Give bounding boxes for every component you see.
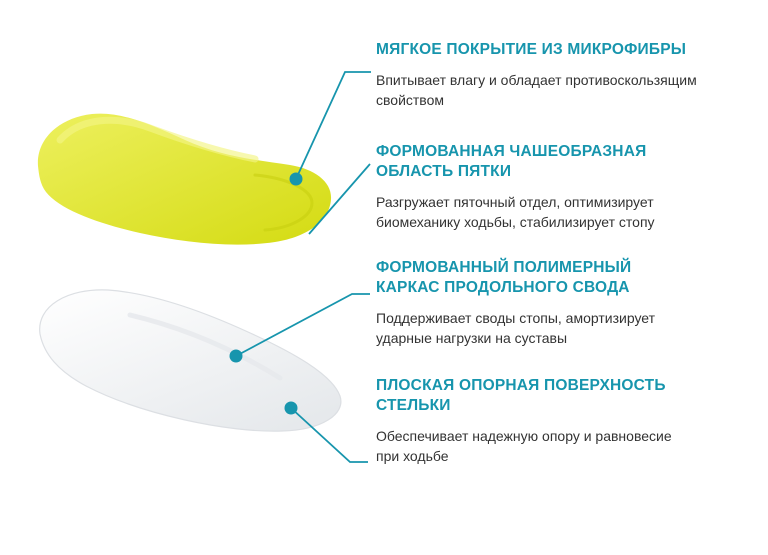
callout-title: МЯГКОЕ ПОКРЫТИЕ ИЗ МИКРОФИБРЫ (376, 41, 687, 58)
bottom-insole-arch-contour (127, 312, 283, 381)
callout-line-arch-frame (235, 293, 370, 357)
callout-flat-base: ПЛОСКАЯ ОПОРНАЯ ПОВЕРХНОСТЬ СТЕЛЬКИ Обес… (376, 376, 710, 466)
top-insole-highlight (56, 116, 259, 163)
top-insole-heel-contour (253, 173, 314, 232)
top-insole-shape (37, 113, 332, 245)
callout-description: Впитывает влагу и обладает противоскольз… (376, 72, 697, 108)
callout-line-heel-cup (308, 163, 371, 235)
top-insole-marker-dot (289, 172, 303, 186)
callout-line-flat-base (290, 407, 368, 463)
callout-heel-cup: ФОРМОВАННАЯ ЧАШЕОБРАЗНАЯ ОБЛАСТЬ ПЯТКИ Р… (376, 142, 710, 232)
callout-line-microfiber (295, 71, 371, 180)
base-marker-dot (284, 401, 298, 415)
bottom-insole-shape (39, 289, 342, 432)
callout-title: ФОРМОВАННАЯ ЧАШЕОБРАЗНАЯ ОБЛАСТЬ ПЯТКИ (376, 143, 647, 180)
arch-marker-dot (229, 349, 243, 363)
callout-arch-frame: ФОРМОВАННЫЙ ПОЛИМЕРНЫЙ КАРКАС ПРОДОЛЬНОГ… (376, 258, 710, 348)
callout-description: Поддерживает своды стопы, амортизирует у… (376, 310, 656, 346)
callout-description: Разгружает пяточный отдел, оптимизирует … (376, 194, 655, 230)
callout-description: Обеспечивает надежную опору и равновесие… (376, 428, 672, 464)
callout-title: ПЛОСКАЯ ОПОРНАЯ ПОВЕРХНОСТЬ СТЕЛЬКИ (376, 377, 666, 414)
callout-microfiber-cover: МЯГКОЕ ПОКРЫТИЕ ИЗ МИКРОФИБРЫ Впитывает … (376, 40, 710, 110)
callout-title: ФОРМОВАННЫЙ ПОЛИМЕРНЫЙ КАРКАС ПРОДОЛЬНОГ… (376, 259, 632, 296)
